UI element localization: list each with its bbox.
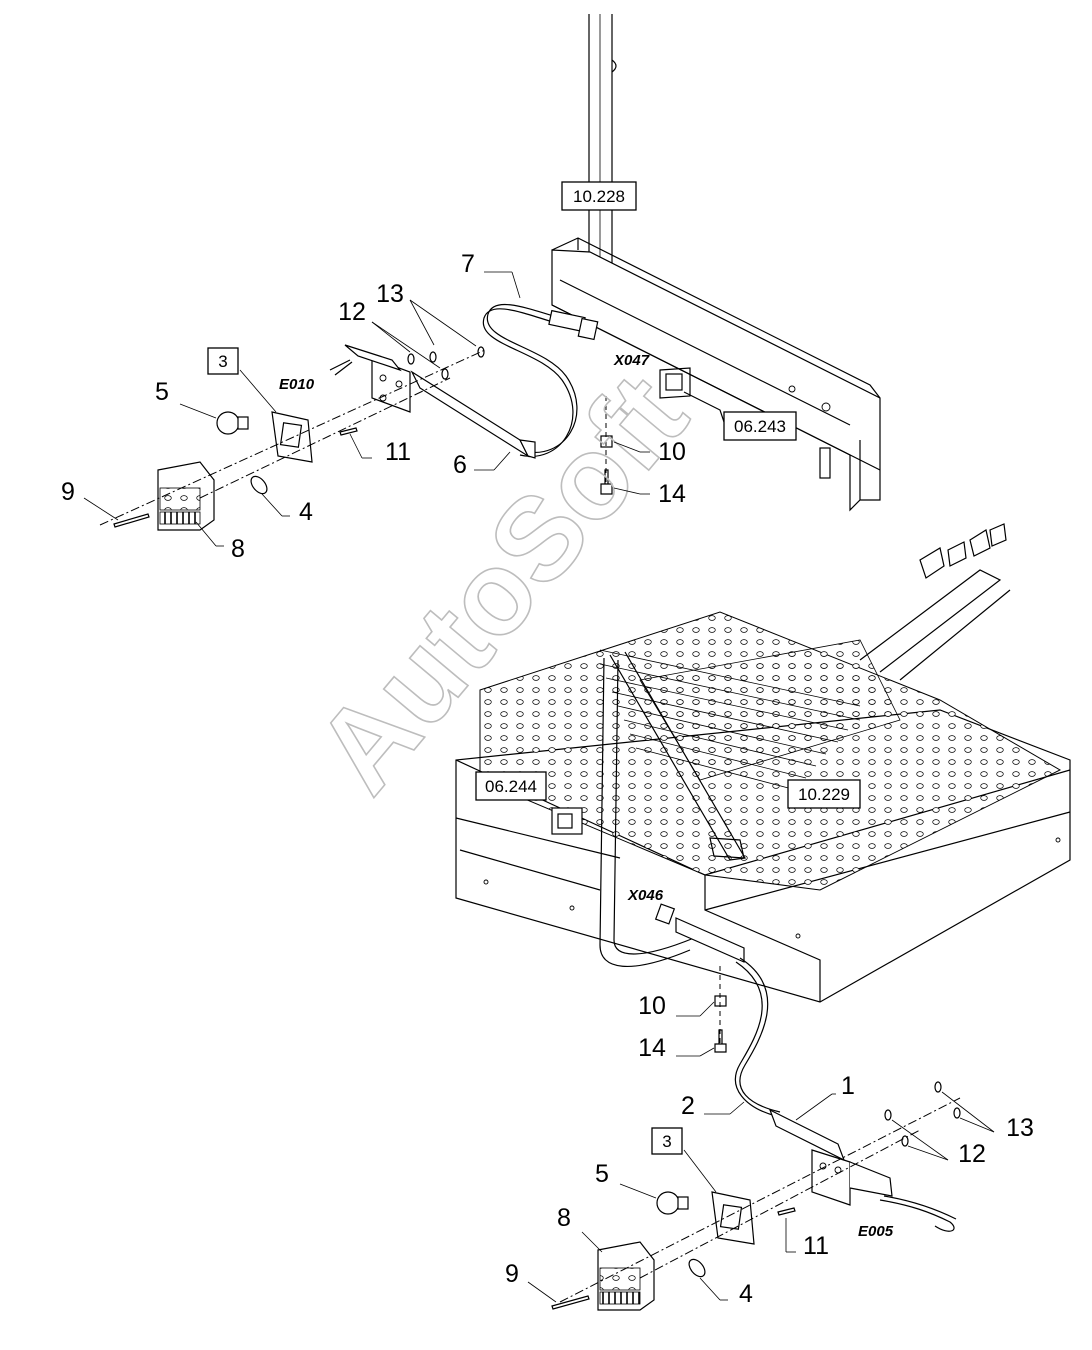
washer-12b [441,368,449,380]
washer-12d [901,1135,909,1147]
reference-box-10-229[interactable]: 10.229 [787,779,861,809]
connector-x047: X047 [613,352,650,369]
bulb-5-lower [656,1191,689,1215]
callout-8-lower: 8 [557,1204,571,1232]
connector-e010: E010 [279,376,315,393]
callout-12: 12 [338,298,366,326]
reference-label: 10.229 [798,785,850,804]
mounting-box [551,237,881,512]
reference-box-06-243[interactable]: 06.243 [723,411,797,441]
callout-11-lower: 11 [803,1232,829,1260]
callout-11: 11 [385,438,411,466]
washer-13b [477,346,485,358]
connector-e005: E005 [858,1223,894,1240]
callout-4: 4 [299,498,313,526]
callout-13: 13 [376,280,404,308]
callouts-lower: 10 14 2 1 13 12 3 5 8 9 11 4 [505,992,1034,1308]
lower-lamp-assembly [551,957,961,1311]
washer-13d [953,1107,961,1119]
callout-8: 8 [231,535,245,563]
callout-3-lower-box [651,1127,683,1155]
screw-11 [339,427,358,436]
lamp-base-3-lower [711,1191,755,1245]
callout-14-lower: 14 [638,1034,666,1062]
lamp-bracket-6 [329,344,536,459]
lamp-base-3 [271,411,313,463]
callout-3-lower: 3 [662,1132,671,1151]
vertical-post [588,14,617,290]
bulb-4-lower [688,1258,706,1278]
callout-14: 14 [658,480,686,508]
platform-assembly [455,523,1071,1003]
harness-7 [482,303,599,457]
screw-9-lower [551,1295,590,1310]
callout-7: 7 [461,250,475,278]
connector-x046: X046 [627,887,664,904]
washer-12c [884,1109,892,1121]
callout-1: 1 [841,1072,855,1100]
callout-10: 10 [658,438,686,466]
callout-5-lower: 5 [595,1160,609,1188]
callout-10-lower: 10 [638,992,666,1020]
screw-9 [113,513,150,528]
reference-box-06-244[interactable]: 06.244 [475,771,547,801]
reference-label: 06.244 [485,777,537,796]
callout-3: 3 [218,352,227,371]
callout-5: 5 [155,378,169,406]
callout-9-lower: 9 [505,1260,519,1288]
callout-9: 9 [61,478,75,506]
reference-label: 10.228 [573,187,625,206]
callout-3-box [207,347,239,375]
callout-6: 6 [453,451,467,479]
washer-13c [934,1081,942,1093]
reference-label: 06.243 [734,417,786,436]
callout-13-lower: 13 [1006,1114,1034,1142]
bulb-5 [216,411,249,435]
screw-11-lower [777,1207,796,1216]
callout-12-lower: 12 [958,1140,986,1168]
lamp-lens-8 [157,461,215,531]
washer-12a [407,353,415,365]
callouts-upper: 7 13 12 3 5 9 8 4 11 6 10 14 [61,250,686,563]
reference-box-10-228[interactable]: 10.228 [561,181,637,211]
lamp-lens-8-lower [597,1241,655,1311]
lamp-bracket-1 [768,1108,957,1232]
callout-2: 2 [681,1092,695,1120]
washer-13a [429,351,437,363]
harness-2 [739,957,781,1113]
upper-assembly [99,14,881,531]
bulb-4 [250,475,268,495]
callout-4-lower: 4 [739,1280,753,1308]
